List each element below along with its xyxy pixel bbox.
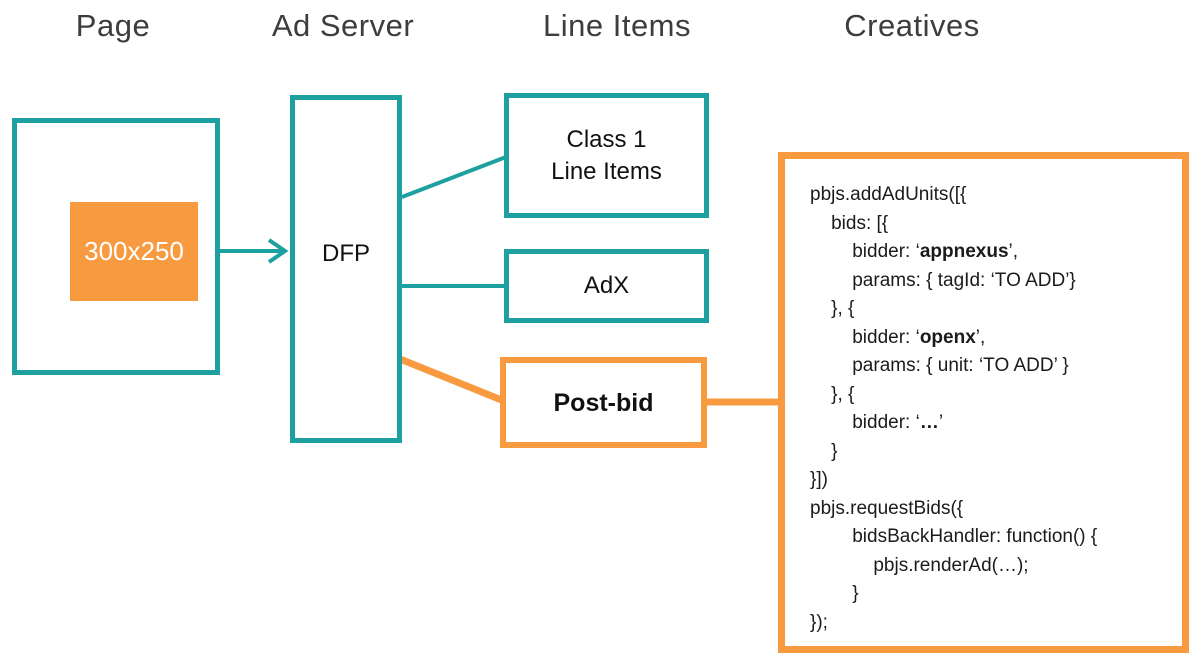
header-ad-server: Ad Server [271,8,415,43]
code-line: params: { tagId: ‘TO ADD’} [810,269,1076,291]
connector-dfp-to-class1 [401,155,507,199]
code-line: }, { [810,383,855,405]
code-line: }); [810,611,828,633]
dfp-box: DFP [290,95,402,443]
code-line: bids: [{ [810,212,889,234]
header-creatives: Creatives [844,8,980,43]
code-line: }, { [810,298,855,319]
code-lines: pbjs.addAdUnits([{ bids: [{ bidder: ‘app… [810,181,1182,637]
code-line: pbjs.renderAd(…); [810,554,1029,576]
adx-box: AdX [504,249,709,323]
connector-dfp-to-postbid [398,355,506,405]
code-line: params: { unit: ‘TO ADD’ } [810,355,1069,376]
postbid-box: Post-bid [500,357,707,448]
class1-line-items-box: Class 1 Line Items [504,93,709,218]
class1-label: Class 1 Line Items [551,124,662,188]
dfp-label: DFP [322,240,370,267]
code-box: pbjs.addAdUnits([{ bids: [{ bidder: ‘app… [778,152,1189,653]
code-line: bidsBackHandler: function() { [810,526,1098,547]
code-line: pbjs.addAdUnits([{ [810,184,967,205]
ad-slot-300x250: 300x250 [70,202,198,301]
code-line: } [810,583,859,604]
header-page: Page [75,8,151,43]
code-line: bidder: ‘openx’, [810,326,986,348]
code-line: } [810,440,838,462]
postbid-label: Post-bid [553,388,654,417]
class1-label-line1: Class 1 [566,125,647,153]
ad-slot-label: 300x250 [84,236,184,266]
code-line: pbjs.requestBids({ [810,497,964,519]
code-line: bidder: ‘…’ [810,412,944,433]
header-line-items: Line Items [542,8,692,43]
code-line: bidder: ‘appnexus’, [810,241,1019,262]
arrowhead-right-icon [267,238,289,264]
code-line: }]) [810,469,828,490]
class1-label-line2: Line Items [551,157,662,185]
adx-label: AdX [583,272,630,299]
